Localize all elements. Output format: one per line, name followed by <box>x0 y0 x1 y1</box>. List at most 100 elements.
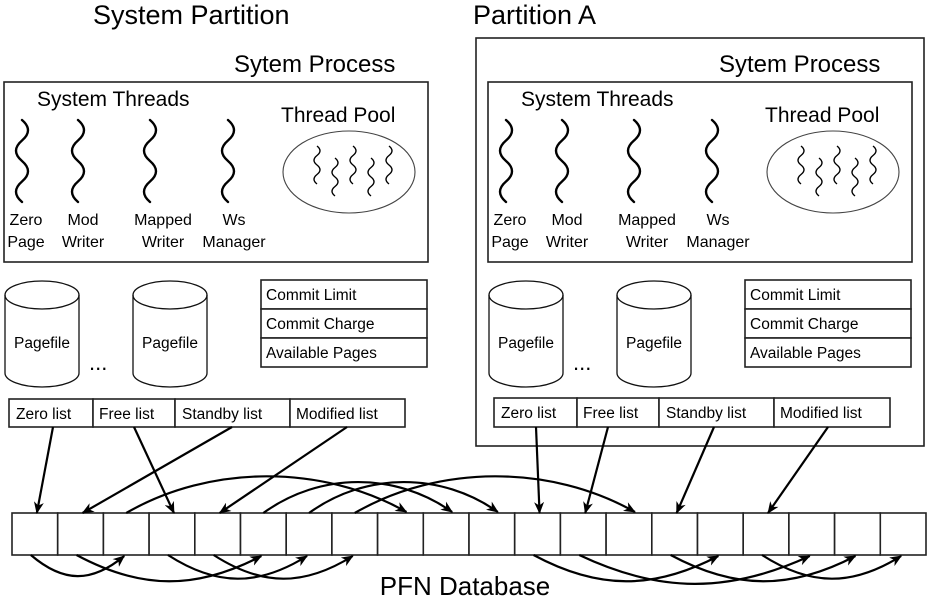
partition-a: Partition A Sytem Process System Threads… <box>473 0 925 447</box>
pfn-entry <box>56 512 105 556</box>
zero-list-label: Zero list <box>16 406 72 423</box>
commit-limit-label: Commit Limit <box>750 287 841 304</box>
pfn-backward-link <box>533 554 720 583</box>
thread-label-line1: Mod <box>551 212 582 229</box>
cylinder-body <box>4 295 80 388</box>
list-head-arrow <box>583 426 610 514</box>
thread-icon <box>704 118 720 204</box>
pagefile-label: Pagefile <box>142 335 198 352</box>
pool-thread-icon <box>869 145 877 185</box>
list-head-arrow <box>33 426 55 514</box>
thread-icon <box>498 118 514 204</box>
pagefile-ellipsis: ... <box>89 350 107 375</box>
system-partition: System Partition Sytem Process System Th… <box>3 0 429 428</box>
pagefile-cylinder: Pagefile <box>488 280 564 388</box>
modified-list-box <box>289 398 406 428</box>
cylinder-top <box>4 280 80 310</box>
pfn-entry <box>376 512 425 556</box>
cylinder-top <box>132 280 208 310</box>
system-threads-title: System Threads <box>521 88 674 111</box>
pagefile-ellipsis: ... <box>573 350 591 375</box>
pfn-entry <box>331 512 379 556</box>
pagefiles: Pagefile Pagefile <box>4 280 208 388</box>
partition-title: System Partition <box>93 0 290 30</box>
thread-label-line2: Manager <box>202 234 266 251</box>
zero-list-label: Zero list <box>501 405 557 422</box>
pfn-entry <box>833 512 882 556</box>
pool-thread-icon <box>833 145 841 185</box>
partition-title: Partition A <box>473 0 596 30</box>
pfn-database-label: PFN Database <box>380 571 551 601</box>
pagefile-label: Pagefile <box>14 335 70 352</box>
thread-label-line1: Zero <box>494 212 527 229</box>
commit-charge-box <box>260 308 428 339</box>
pfn-entry <box>559 512 607 556</box>
pool-thread-icon <box>349 145 357 185</box>
pagefile-label: Pagefile <box>626 335 682 352</box>
process-title: Sytem Process <box>234 51 395 78</box>
pfn-entry <box>650 512 699 556</box>
pfn-entry <box>742 512 790 556</box>
pfn-backward-link <box>76 554 263 583</box>
pfn-entry <box>11 512 59 556</box>
available-pages-label: Available Pages <box>750 345 861 362</box>
thread-pool <box>282 130 416 214</box>
cylinder-body <box>488 295 564 388</box>
cylinder-body <box>616 295 692 388</box>
pfn-entry <box>468 512 516 556</box>
pfn-entry <box>102 512 150 556</box>
pfn-entry <box>239 512 288 556</box>
thread-label-line2: Manager <box>686 234 750 251</box>
thread-pool-ellipse <box>282 130 416 214</box>
pagefile-cylinder: Pagefile <box>616 280 692 388</box>
standby-list-label: Standby list <box>666 405 747 422</box>
thread-label-line1: Ws <box>222 212 245 229</box>
thread-pool-title: Thread Pool <box>281 104 395 127</box>
pool-thread-icon <box>815 157 823 197</box>
commit-boxes: Commit Limit Commit Charge Available Pag… <box>744 279 912 368</box>
thread-icon <box>14 118 30 204</box>
pfn-entry <box>194 512 242 556</box>
commit-limit-label: Commit Limit <box>266 287 357 304</box>
free-list-box <box>576 397 660 428</box>
standby-list-label: Standby list <box>182 406 263 423</box>
pfn-forward-link <box>262 481 453 514</box>
process-title: Sytem Process <box>719 51 880 78</box>
zero-list-box <box>493 397 578 428</box>
zero-list-box <box>8 398 94 428</box>
free-list-label: Free list <box>99 406 155 423</box>
modified-list-label: Modified list <box>780 405 863 422</box>
pfn-backward-link <box>167 554 308 580</box>
pfn-entry <box>148 512 196 556</box>
pfn-forward-link <box>308 481 499 514</box>
pfn-entry <box>879 512 927 556</box>
pool-thread-icon <box>851 157 859 197</box>
thread-label-line2: Page <box>491 234 528 251</box>
pfn-backward-link <box>30 554 126 578</box>
pfn-backward-link <box>670 554 857 583</box>
thread-label-line2: Writer <box>546 234 589 251</box>
thread-label-line2: Page <box>7 234 44 251</box>
thread-label-line1: Mapped <box>618 212 676 229</box>
pagefile-cylinder: Pagefile <box>132 280 208 388</box>
list-head-arrow <box>534 426 545 514</box>
page-lists: Zero list Free list Standby list Modifie… <box>493 397 891 428</box>
list-head-arrow <box>767 426 829 514</box>
thread-pool-ellipse <box>766 130 900 214</box>
pfn-entry <box>788 512 836 556</box>
pfn-entry <box>605 512 653 556</box>
system-threads-title: System Threads <box>37 88 190 111</box>
standby-list-box <box>174 398 291 428</box>
commit-charge-label: Commit Charge <box>266 316 375 333</box>
pfn-entry <box>422 512 470 556</box>
commit-charge-label: Commit Charge <box>750 316 859 333</box>
